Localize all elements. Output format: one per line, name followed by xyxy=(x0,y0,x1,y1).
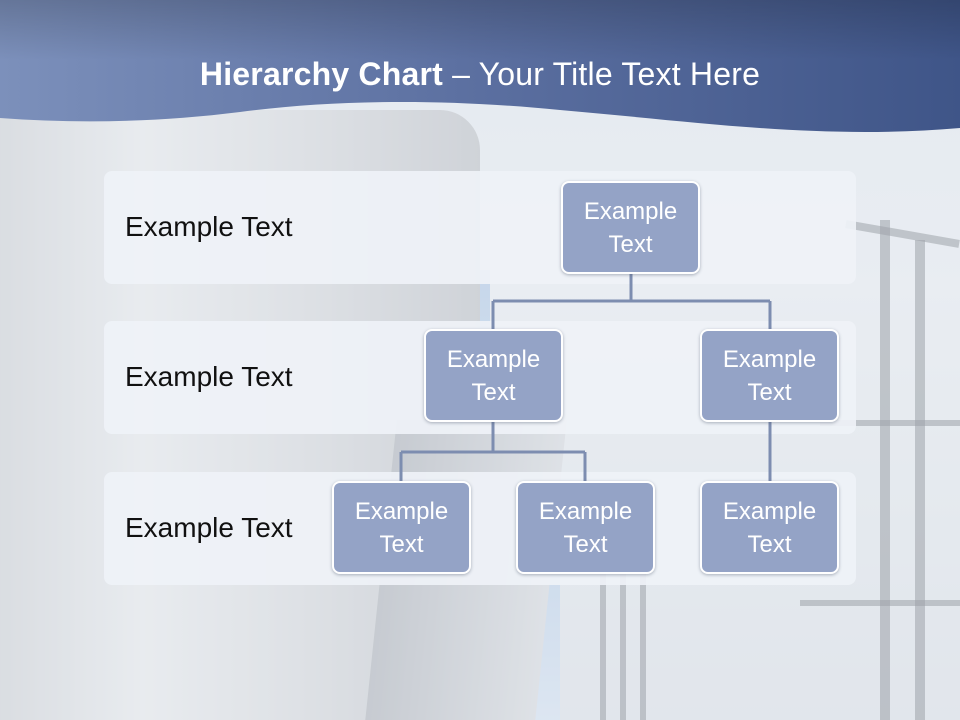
connector-left-to-children xyxy=(399,422,587,482)
node-line-1: Example xyxy=(354,497,449,525)
node-line-2: Text xyxy=(379,530,424,558)
node-line-2: Text xyxy=(747,378,792,406)
org-node-level2-left[interactable]: Example Text xyxy=(424,329,563,422)
title-rest-part: – Your Title Text Here xyxy=(443,56,761,92)
node-line-1: Example xyxy=(583,197,678,225)
node-line-2: Text xyxy=(563,530,608,558)
org-node-level3-2[interactable]: Example Text xyxy=(516,481,655,574)
node-line-2: Text xyxy=(608,230,653,258)
node-line-1: Example xyxy=(722,497,817,525)
org-node-level2-right[interactable]: Example Text xyxy=(700,329,839,422)
node-line-1: Example xyxy=(538,497,633,525)
slide-title: Hierarchy Chart – Your Title Text Here xyxy=(0,56,960,93)
node-line-1: Example xyxy=(722,345,817,373)
title-bold-part: Hierarchy Chart xyxy=(199,56,443,92)
node-line-2: Text xyxy=(471,378,516,406)
header-banner xyxy=(0,0,960,132)
org-node-root[interactable]: Example Text xyxy=(561,181,700,274)
org-node-level3-1[interactable]: Example Text xyxy=(332,481,471,574)
level-label-3: Example Text xyxy=(125,512,293,543)
node-line-2: Text xyxy=(747,530,792,558)
node-line-1: Example xyxy=(446,345,541,373)
level-label-1: Example Text xyxy=(125,211,293,242)
level-band-1 xyxy=(104,171,856,284)
org-node-level3-3[interactable]: Example Text xyxy=(700,481,839,574)
level-label-2: Example Text xyxy=(125,361,293,392)
connector-root-to-children xyxy=(491,274,772,330)
